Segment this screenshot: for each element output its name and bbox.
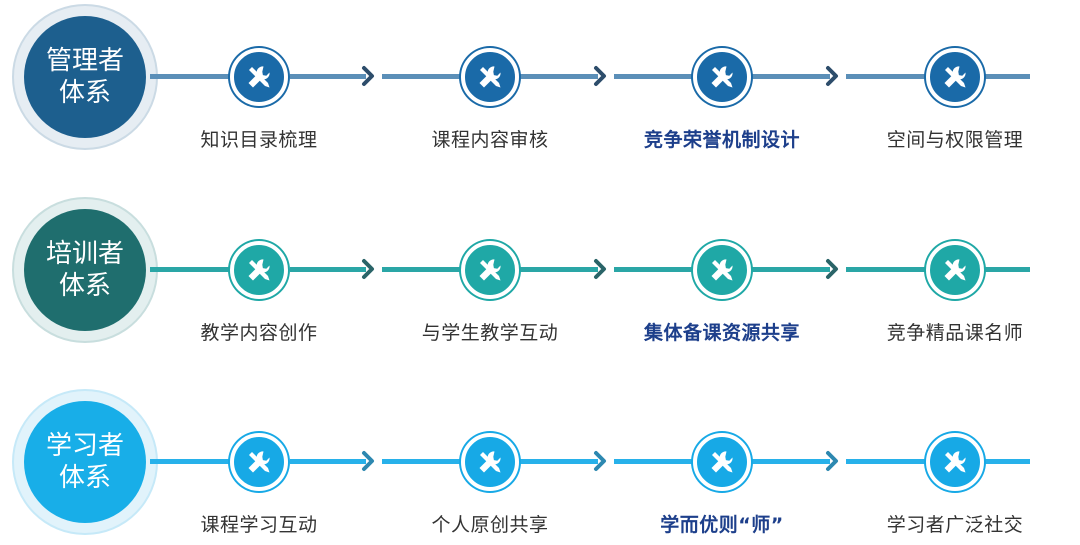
connector-line <box>614 267 694 272</box>
hub-management-inner: 管理者 体系 <box>24 16 146 138</box>
hub-title-line1: 管理者 <box>45 46 124 76</box>
connector-line <box>382 459 462 464</box>
connector-line <box>614 74 694 79</box>
connector-line <box>846 459 926 464</box>
tools-icon <box>693 241 751 299</box>
tools-icon <box>693 48 751 106</box>
connector-line <box>150 74 232 79</box>
step-label: 课程内容审核 <box>431 129 549 151</box>
connector-line <box>520 459 598 464</box>
chevron-right-icon <box>361 449 375 473</box>
hub-title-line1: 学习者 <box>45 431 124 461</box>
chevron-right-icon <box>825 449 839 473</box>
tools-icon <box>230 241 288 299</box>
tools-icon <box>230 433 288 491</box>
connector-line <box>290 459 366 464</box>
connector-line <box>984 459 1030 464</box>
connector-line <box>520 74 598 79</box>
step-label: 课程学习互动 <box>200 514 318 536</box>
step-label: 与学生教学互动 <box>421 322 559 344</box>
tools-icon <box>926 433 984 491</box>
hub-title-line2: 体系 <box>58 271 111 301</box>
hub-title-line2: 体系 <box>58 463 111 493</box>
connector-line <box>382 267 462 272</box>
chevron-right-icon <box>825 64 839 88</box>
hub-trainer: 培训者 体系 <box>12 197 158 343</box>
tools-icon <box>693 433 751 491</box>
hub-title-line2: 体系 <box>58 78 111 108</box>
tools-icon <box>461 433 519 491</box>
step-label: 空间与权限管理 <box>886 129 1024 151</box>
step-label: 学而优则“师” <box>660 514 784 536</box>
tools-icon <box>461 241 519 299</box>
chevron-right-icon <box>361 257 375 281</box>
hub-learner: 学习者 体系 <box>12 389 158 535</box>
step-label: 学习者广泛社交 <box>886 514 1024 536</box>
connector-line <box>150 459 232 464</box>
connector-line <box>752 74 830 79</box>
step-label: 教学内容创作 <box>200 322 318 344</box>
hub-learner-inner: 学习者 体系 <box>24 401 146 523</box>
hub-management: 管理者 体系 <box>12 4 158 150</box>
tools-icon <box>926 241 984 299</box>
step-label: 竞争精品课名师 <box>886 322 1024 344</box>
connector-line <box>290 74 366 79</box>
chevron-right-icon <box>593 257 607 281</box>
row-management: 管理者 体系 知识目录梳理 课程内容审核 竞争荣誉机制设计 空间与权限管理 <box>0 0 1080 160</box>
chevron-right-icon <box>361 64 375 88</box>
connector-line <box>382 74 462 79</box>
step-label: 集体备课资源共享 <box>643 322 800 344</box>
row-learner: 学习者 体系 课程学习互动 个人原创共享 学而优则“师” 学习者广泛社交 <box>0 385 1080 545</box>
connector-line <box>846 267 926 272</box>
hub-title-line1: 培训者 <box>45 239 124 269</box>
tools-icon <box>461 48 519 106</box>
connector-line <box>614 459 694 464</box>
step-label: 知识目录梳理 <box>200 129 318 151</box>
hub-trainer-inner: 培训者 体系 <box>24 209 146 331</box>
row-trainer: 培训者 体系 教学内容创作 与学生教学互动 集体备课资源共享 竞争精品课名师 <box>0 193 1080 353</box>
connector-line <box>290 267 366 272</box>
tools-icon <box>926 48 984 106</box>
connector-line <box>520 267 598 272</box>
tools-icon <box>230 48 288 106</box>
connector-line <box>752 267 830 272</box>
chevron-right-icon <box>825 257 839 281</box>
connector-line <box>984 74 1030 79</box>
connector-line <box>984 267 1030 272</box>
chevron-right-icon <box>593 449 607 473</box>
step-label: 个人原创共享 <box>431 514 549 536</box>
connector-line <box>846 74 926 79</box>
connector-line <box>150 267 232 272</box>
chevron-right-icon <box>593 64 607 88</box>
step-label: 竞争荣誉机制设计 <box>643 129 800 151</box>
connector-line <box>752 459 830 464</box>
